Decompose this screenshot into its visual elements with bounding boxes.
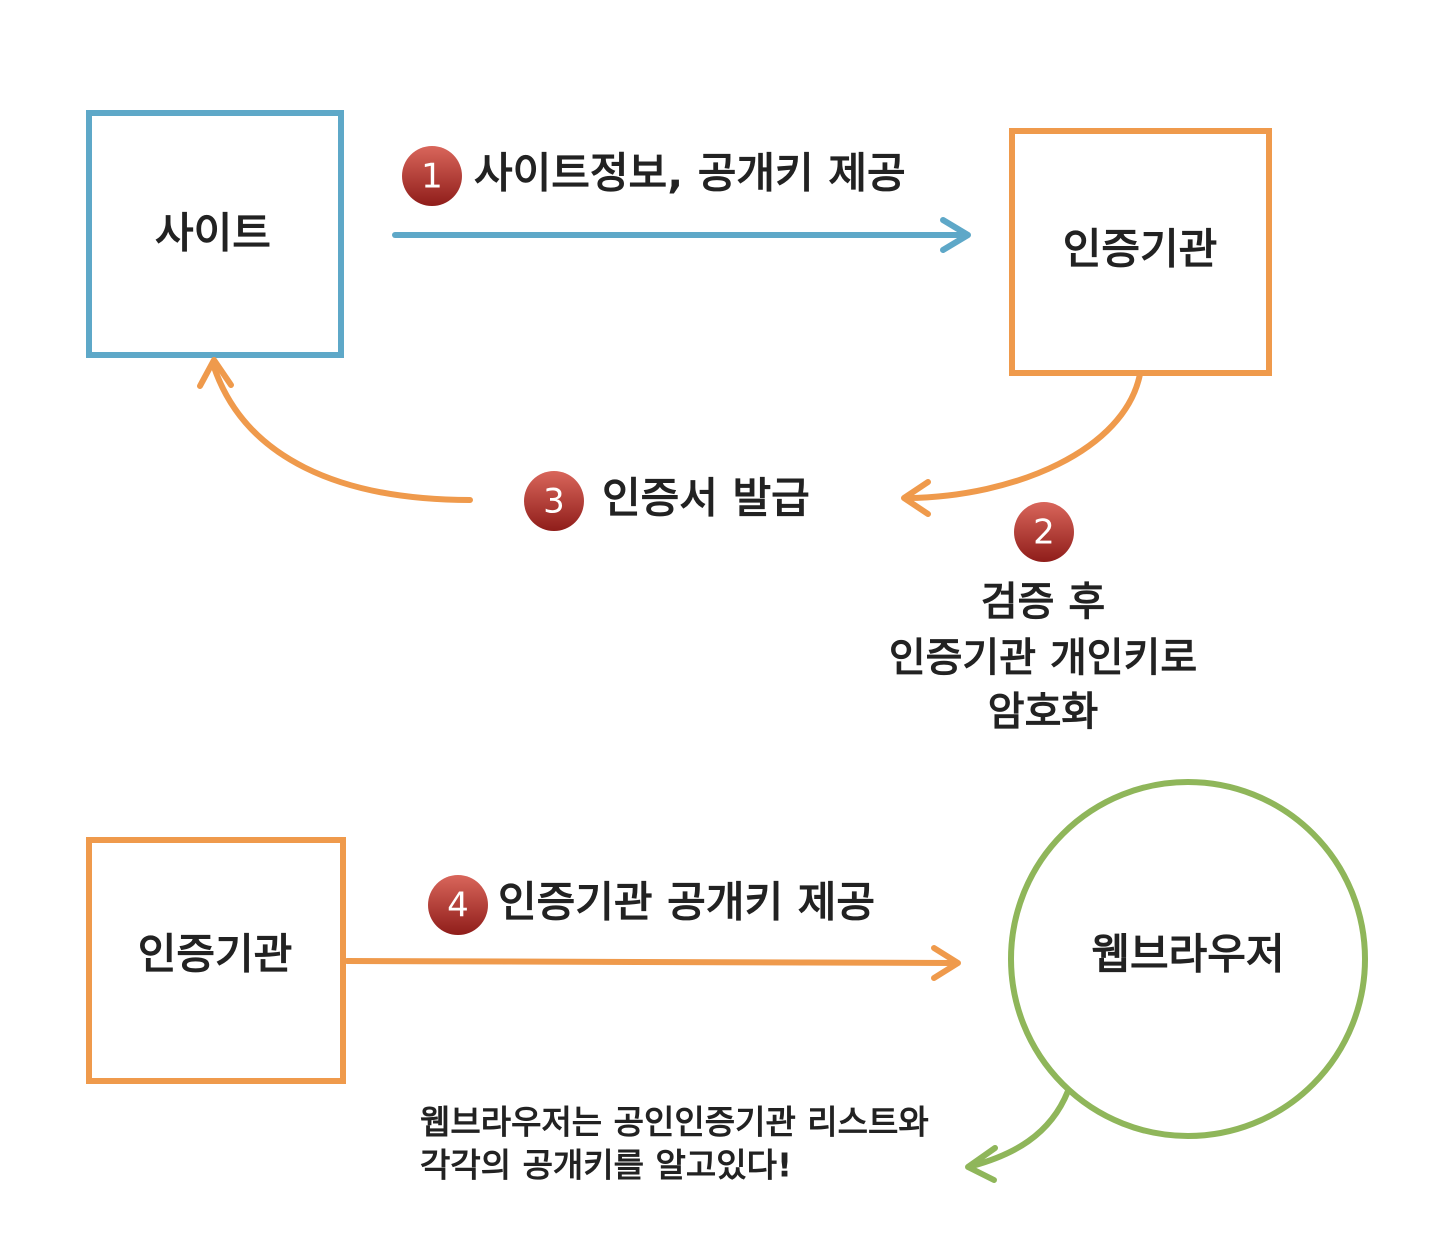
step3-badge: 3: [524, 471, 584, 531]
browser-label: 웹브라우저: [1091, 930, 1284, 979]
site-label: 사이트: [155, 209, 271, 258]
step3-label: 인증서 발급: [602, 474, 810, 523]
step3-arrowhead: [197, 357, 234, 389]
step4-number: 4: [447, 886, 469, 926]
browser-note-arrowhead: [965, 1145, 998, 1183]
step1-number: 1: [421, 157, 443, 197]
browser-note-line2: 각각의 공개키를 알고있다!: [420, 1146, 792, 1185]
step1-arrowhead: [940, 217, 971, 253]
step2-note-line3: 암호화: [988, 689, 1099, 735]
site-box: [86, 110, 344, 358]
step2-number: 2: [1033, 513, 1055, 553]
step4-label: 인증기관 공개키 제공: [498, 878, 875, 927]
step4-arrow-line: [344, 958, 958, 966]
browser-note-line1: 웹브라우저는 공인인증기관 리스트와: [420, 1103, 929, 1142]
step1-label: 사이트정보, 공개키 제공: [474, 149, 906, 198]
step2-note-line1: 검증 후: [981, 579, 1105, 625]
step4-arrowhead: [931, 945, 961, 981]
step2-arrow-curve: [904, 371, 1143, 501]
ca-bottom-box: [86, 837, 346, 1084]
step2-badge: 2: [1014, 502, 1074, 562]
step3-number: 3: [543, 482, 565, 522]
step1-badge: 1: [402, 146, 462, 206]
ca-bottom-label: 인증기관: [138, 930, 293, 979]
step2-arrowhead: [901, 479, 931, 517]
browser-circle: [1008, 779, 1368, 1139]
browser-note-curve: [969, 1088, 1071, 1169]
step4-badge: 4: [428, 875, 488, 935]
step3-arrow-curve: [211, 364, 473, 503]
step2-note-line2: 인증기관 개인키로: [889, 635, 1197, 681]
ca-top-label: 인증기관: [1063, 225, 1218, 274]
